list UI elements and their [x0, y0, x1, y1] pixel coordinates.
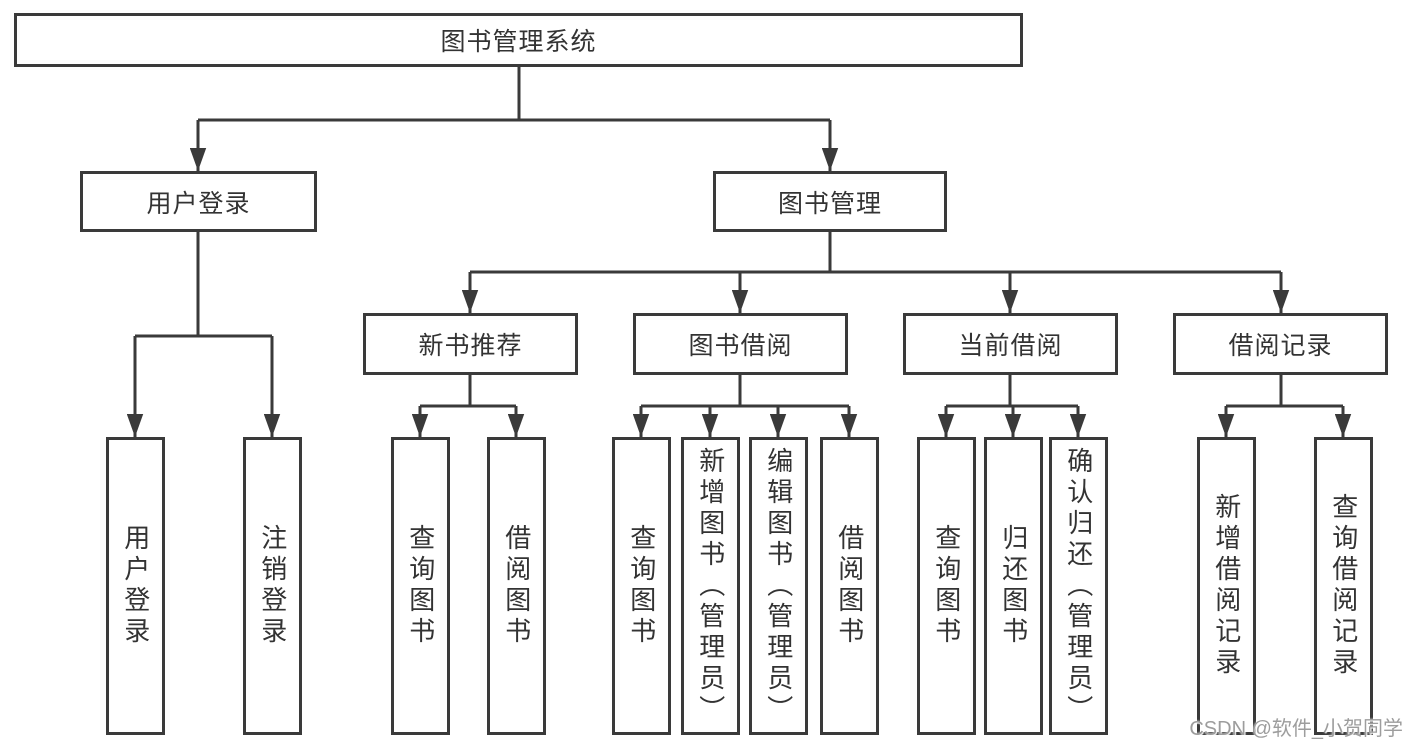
connector-borrowing-split — [641, 375, 849, 408]
leaf-logout-login: 注销登录 — [243, 437, 302, 735]
leaf-query-books-borrowing: 查询图书 — [612, 437, 671, 735]
connector-root-split — [198, 67, 830, 122]
leaf-label: 查询借阅记录 — [1328, 493, 1359, 679]
leaf-label: 用户登录 — [120, 524, 151, 648]
node-label: 图书管理 — [777, 189, 882, 218]
node-book-management: 图书管理 — [713, 171, 947, 232]
leaf-query-borrow-record: 查询借阅记录 — [1314, 437, 1373, 735]
leaf-query-books-current: 查询图书 — [917, 437, 976, 735]
leaf-return-books: 归还图书 — [984, 437, 1043, 735]
connector-records-split — [1226, 375, 1343, 408]
node-user-login: 用户登录 — [80, 171, 317, 232]
leaf-add-books-admin: 新增图书（管理员） — [681, 437, 740, 735]
leaf-user-login: 用户登录 — [106, 437, 165, 735]
leaf-edit-books-admin: 编辑图书（管理员） — [749, 437, 808, 735]
node-book-borrowing: 图书借阅 — [633, 313, 848, 375]
watermark: CSDN @软件_小贺同学 — [1189, 718, 1403, 740]
node-new-book-recommendation: 新书推荐 — [363, 313, 578, 375]
node-label: 用户登录 — [146, 189, 251, 218]
node-label: 新书推荐 — [418, 332, 523, 360]
leaf-label: 查询图书 — [626, 524, 657, 648]
leaf-label: 注销登录 — [257, 524, 288, 648]
node-label: 图书借阅 — [688, 332, 793, 360]
leaf-label: 确认归还（管理员） — [1063, 446, 1094, 726]
connector-recommend-split — [420, 375, 516, 408]
leaf-label: 查询图书 — [931, 524, 962, 648]
leaf-borrow-books-borrowing: 借阅图书 — [820, 437, 879, 735]
leaf-add-borrow-record: 新增借阅记录 — [1197, 437, 1256, 735]
node-label: 借阅记录 — [1228, 332, 1333, 360]
leaf-label: 新增借阅记录 — [1211, 493, 1242, 679]
leaf-confirm-return-admin: 确认归还（管理员） — [1049, 437, 1108, 735]
node-label: 图书管理系统 — [440, 28, 597, 56]
connector-book-mgmt-split — [470, 232, 1281, 274]
leaf-query-books-recommend: 查询图书 — [391, 437, 450, 735]
connector-user-login-split — [135, 232, 272, 338]
leaf-label: 借阅图书 — [834, 524, 865, 648]
node-current-borrowing: 当前借阅 — [903, 313, 1118, 375]
leaf-label: 编辑图书（管理员） — [763, 446, 794, 726]
node-label: 当前借阅 — [958, 332, 1063, 360]
leaf-borrow-books-recommend: 借阅图书 — [487, 437, 546, 735]
leaf-label: 新增图书（管理员） — [695, 446, 726, 726]
node-library-system: 图书管理系统 — [14, 13, 1023, 67]
leaf-label: 归还图书 — [998, 524, 1029, 648]
node-borrowing-records: 借阅记录 — [1173, 313, 1388, 375]
leaf-label: 查询图书 — [405, 524, 436, 648]
connector-current-split — [946, 375, 1078, 408]
leaf-label: 借阅图书 — [501, 524, 532, 648]
